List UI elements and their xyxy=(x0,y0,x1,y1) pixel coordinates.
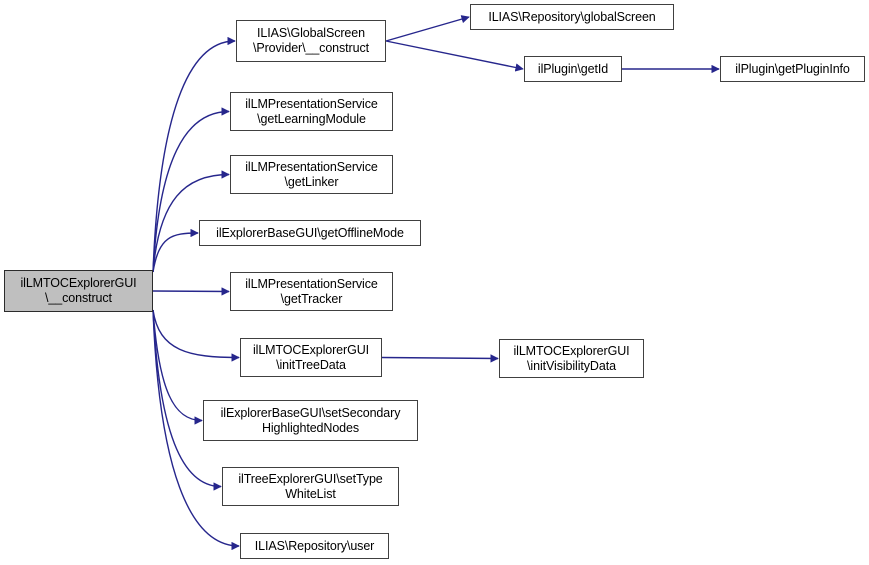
graph-edge-root-to-gettracker xyxy=(152,287,230,296)
graph-node-setsecondaryhighlightednodes[interactable]: ilExplorerBaseGUI\setSecondary Highlight… xyxy=(203,400,418,441)
graph-node-label: ilExplorerBaseGUI\getOfflineMode xyxy=(216,225,404,240)
graph-node-getlinker[interactable]: ilLMPresentationService \getLinker xyxy=(230,155,393,194)
graph-node-label: ilLMTOCExplorerGUI \initVisibilityData xyxy=(513,343,630,373)
graph-edge-root-to-getlearningmodule xyxy=(152,107,230,273)
graph-node-globalscreen_provider_construct[interactable]: ILIAS\GlobalScreen \Provider\__construct xyxy=(236,20,386,62)
graph-node-label: ilLMPresentationService \getLinker xyxy=(245,159,378,189)
graph-edge-globalscreen_provider_construct-to-ilplugin_getid xyxy=(385,40,524,72)
graph-node-root[interactable]: ilLMTOCExplorerGUI \__construct xyxy=(4,270,153,312)
graph-edge-root-to-setsecondaryhighlightednodes xyxy=(152,309,203,425)
graph-node-getofflinemode[interactable]: ilExplorerBaseGUI\getOfflineMode xyxy=(199,220,421,246)
graph-node-initvisibilitydata[interactable]: ilLMTOCExplorerGUI \initVisibilityData xyxy=(499,339,644,378)
graph-edge-root-to-settypewhitelist xyxy=(152,309,222,491)
graph-node-repository_globalscreen[interactable]: ILIAS\Repository\globalScreen xyxy=(470,4,674,30)
graph-node-label: ILIAS\Repository\globalScreen xyxy=(488,9,656,24)
graph-node-label: ilPlugin\getId xyxy=(537,61,609,76)
graph-node-settypewhitelist[interactable]: ilTreeExplorerGUI\setType WhiteList xyxy=(222,467,399,506)
graph-node-gettracker[interactable]: ilLMPresentationService \getTracker xyxy=(230,272,393,311)
graph-edge-root-to-getofflinemode xyxy=(152,228,199,273)
graph-node-label: ilPlugin\getPluginInfo xyxy=(735,61,850,76)
graph-node-label: ilLMPresentationService \getTracker xyxy=(245,276,378,306)
graph-node-label: ilLMTOCExplorerGUI \initTreeData xyxy=(252,342,370,372)
graph-node-getlearningmodule[interactable]: ilLMPresentationService \getLearningModu… xyxy=(230,92,393,131)
graph-node-label: ILIAS\Repository\user xyxy=(254,538,375,553)
graph-node-ilplugin_getid[interactable]: ilPlugin\getId xyxy=(524,56,622,82)
graph-node-label: ilTreeExplorerGUI\setType WhiteList xyxy=(238,471,383,501)
graph-node-label: ILIAS\GlobalScreen \Provider\__construct xyxy=(252,26,369,55)
graph-edge-globalscreen_provider_construct-to-repository_globalscreen xyxy=(385,15,470,42)
graph-node-label: ilExplorerBaseGUI\setSecondary Highlight… xyxy=(220,405,401,435)
graph-edge-inittreedata-to-initvisibilitydata xyxy=(381,354,499,363)
graph-node-repository_user[interactable]: ILIAS\Repository\user xyxy=(240,533,389,559)
graph-edge-root-to-inittreedata xyxy=(152,309,240,362)
graph-node-inittreedata[interactable]: ilLMTOCExplorerGUI \initTreeData xyxy=(240,338,382,377)
graph-node-ilplugin_getplugininfo[interactable]: ilPlugin\getPluginInfo xyxy=(720,56,865,82)
graph-node-label: ilLMTOCExplorerGUI \__construct xyxy=(20,276,137,305)
graph-node-label: ilLMPresentationService \getLearningModu… xyxy=(245,96,378,126)
